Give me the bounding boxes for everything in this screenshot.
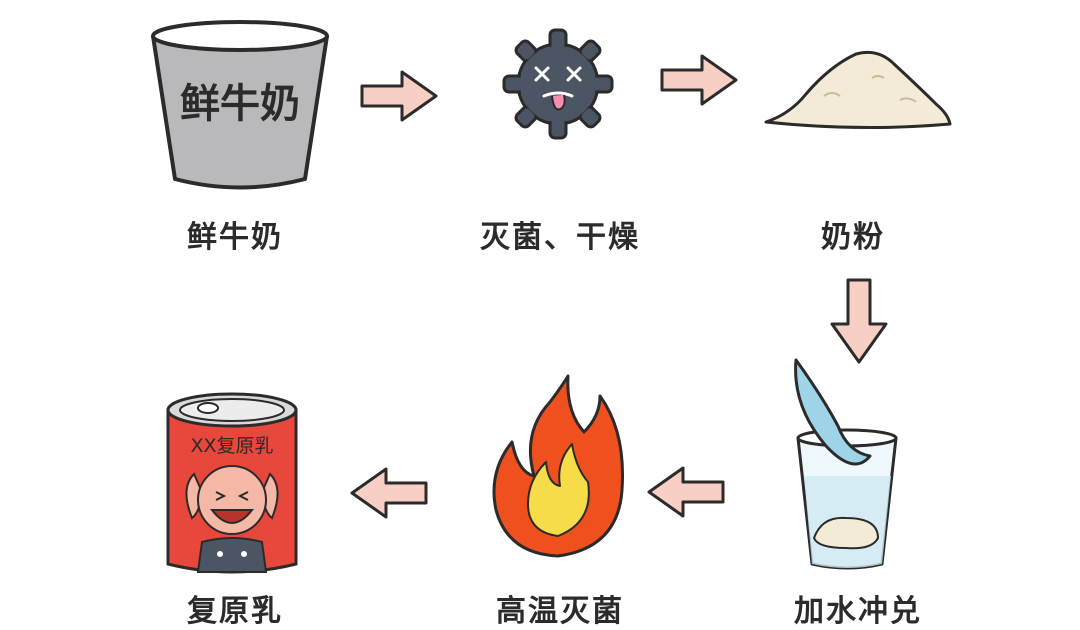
- arrow-left-icon: [350, 467, 428, 519]
- step-label-high-temp-sterilize: 高温灭菌: [496, 594, 624, 629]
- bacteria-icon: [502, 28, 614, 140]
- step-label-add-water: 加水冲兑: [794, 594, 922, 629]
- arrow-down-icon: [830, 278, 888, 364]
- fire-icon: [492, 374, 624, 558]
- step-label-reconstituted-milk: 复原乳: [187, 594, 283, 629]
- step-label-sterilize-dry: 灭菌、干燥: [480, 220, 640, 255]
- arrow-left-icon: [647, 466, 725, 518]
- powder-pile-icon: [764, 50, 952, 130]
- step-label-milk-powder: 奶粉: [821, 220, 885, 255]
- water-glass-icon: [794, 358, 898, 570]
- arrow-right-icon: [660, 54, 738, 106]
- milk-bucket-icon: 鲜牛奶: [151, 20, 329, 190]
- can-label: XX复原乳: [190, 435, 273, 457]
- step-label-fresh-milk: 鲜牛奶: [187, 220, 283, 255]
- bucket-label: 鲜牛奶: [180, 81, 300, 127]
- arrow-right-icon: [360, 70, 438, 122]
- milk-can-icon: XX复原乳: [166, 392, 298, 574]
